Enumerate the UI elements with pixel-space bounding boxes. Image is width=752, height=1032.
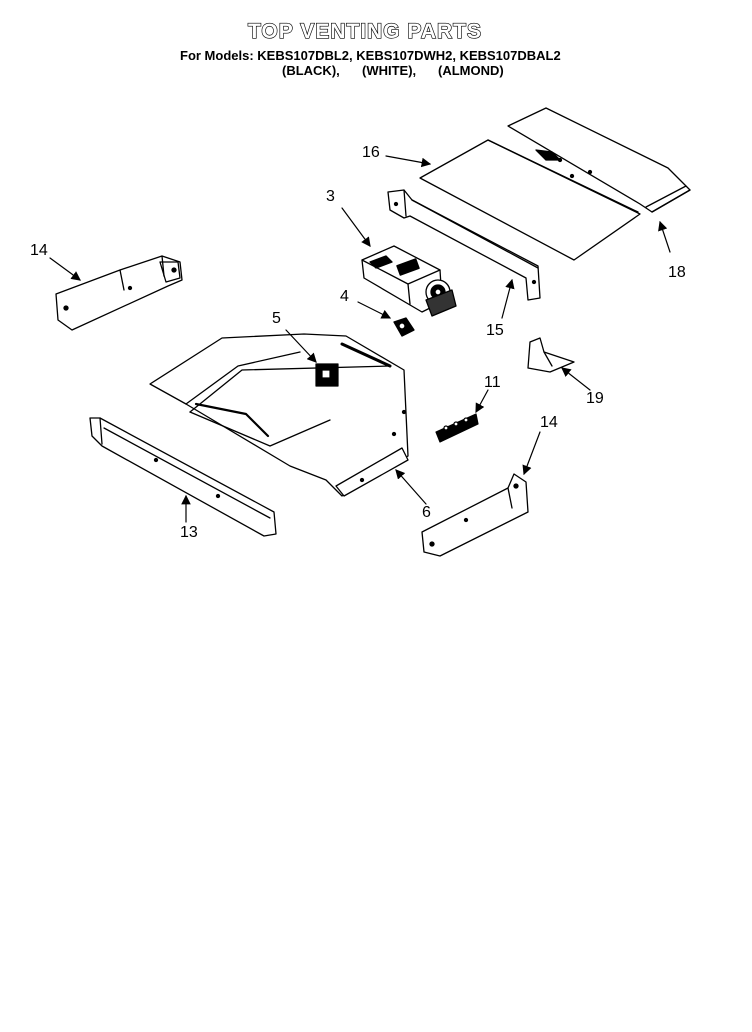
color-almond-label: (ALMOND)	[438, 63, 504, 78]
callout-16: 16	[362, 144, 380, 161]
callout-13: 13	[180, 524, 198, 541]
leader-18	[658, 220, 671, 253]
leader-14-left	[49, 257, 81, 281]
leader-14-right	[522, 431, 541, 476]
part-18-vent-cover	[507, 107, 691, 213]
leader-4	[357, 301, 392, 319]
part-6-vent-duct	[149, 333, 409, 497]
leader-6	[395, 469, 427, 505]
part-14-right-bracket	[421, 473, 529, 557]
part-15-rear-bracket	[387, 189, 541, 301]
part-16-top-panel	[419, 139, 641, 261]
callout-leaders	[49, 155, 671, 523]
leader-19	[561, 367, 591, 391]
leader-5	[285, 329, 317, 363]
part-4-connector	[393, 317, 415, 337]
page-title: TOP VENTING PARTS	[247, 19, 483, 43]
callout-6: 6	[422, 504, 431, 521]
color-black-label: (BLACK),	[282, 63, 340, 78]
leader-16	[385, 155, 432, 168]
callout-4: 4	[340, 288, 349, 305]
part-11-terminal-block	[435, 413, 479, 443]
callout-14-right: 14	[540, 414, 558, 431]
callout-19: 19	[586, 390, 604, 407]
color-white-label: (WHITE),	[362, 63, 417, 78]
part-5-switch	[315, 363, 339, 387]
callout-3: 3	[326, 188, 335, 205]
model-numbers: For Models: KEBS107DBL2, KEBS107DWH2, KE…	[180, 48, 561, 63]
part-3-fan-motor	[361, 245, 457, 317]
leader-11	[475, 389, 489, 414]
callout-15: 15	[486, 322, 504, 339]
callout-11: 11	[484, 374, 501, 391]
callout-18: 18	[668, 264, 686, 281]
leader-15	[501, 278, 515, 319]
callout-5: 5	[272, 310, 281, 327]
part-13-front-trim	[89, 417, 277, 537]
callout-14-left: 14	[30, 242, 48, 259]
part-19-clip	[527, 337, 575, 373]
part-14-left-bracket	[55, 255, 183, 331]
leader-3	[341, 207, 371, 247]
